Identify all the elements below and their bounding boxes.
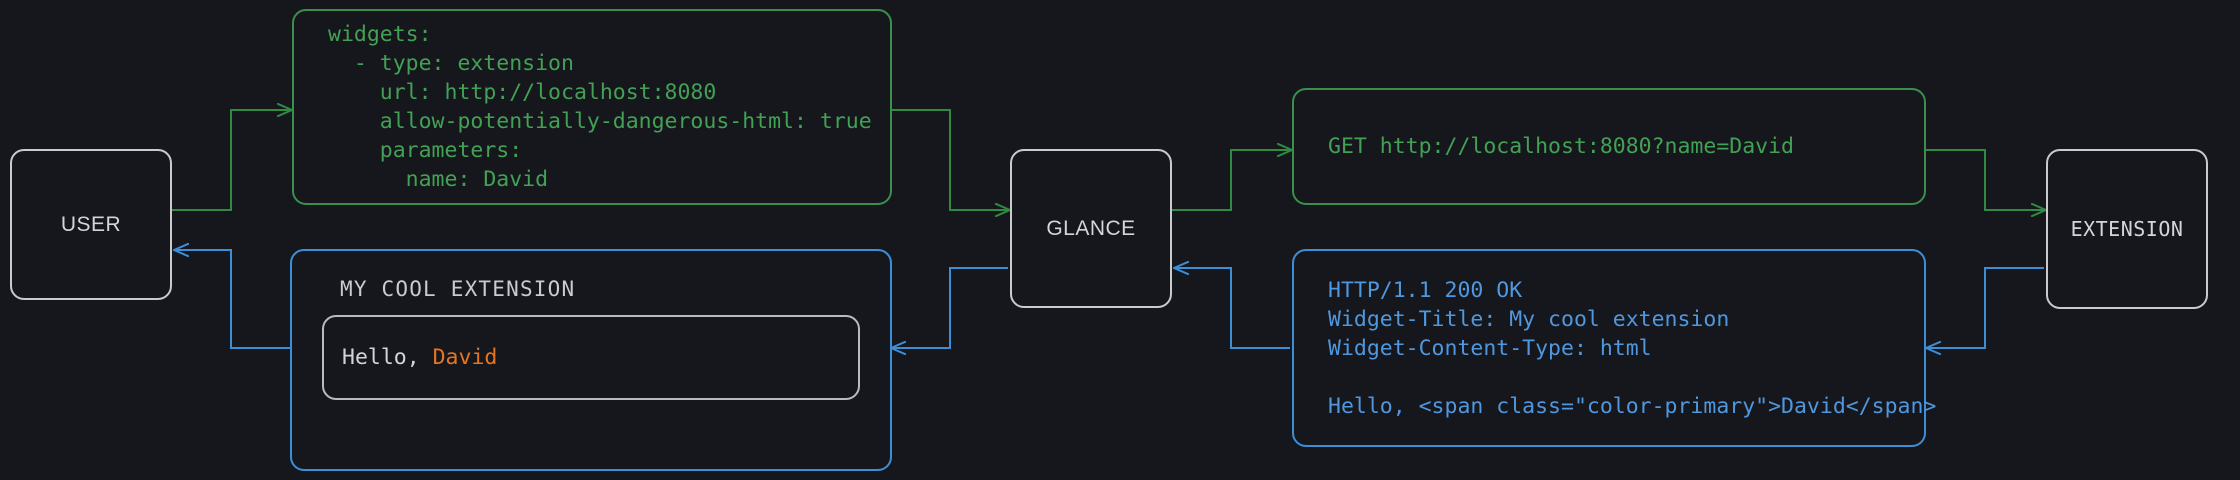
edge-request-to-extension (1926, 149, 2046, 210)
edge-glance-to-request (1172, 150, 1292, 211)
edge-extension-to-response (1926, 267, 2044, 348)
http-request-box[interactable]: GET http://localhost:8080?name=David (1292, 88, 1926, 205)
rendered-widget-title: MY COOL EXTENSION (340, 277, 576, 301)
edge-response-to-glance (1174, 268, 1290, 349)
edge-user-to-config (172, 110, 292, 211)
edge-widget-to-user (174, 250, 290, 349)
edge-config-to-glance (891, 109, 1010, 210)
node-user-label: USER (60, 212, 122, 236)
node-user[interactable]: USER (10, 149, 172, 300)
greeting-prefix: Hello, (342, 345, 433, 370)
greeting-name: David (432, 345, 498, 370)
rendered-widget-greeting: Hello, David (342, 345, 497, 370)
node-glance-label: GLANCE (1046, 216, 1136, 240)
rendered-widget-content-panel: Hello, David (322, 315, 860, 400)
node-extension[interactable]: EXTENSION (2046, 149, 2208, 309)
http-response-box[interactable]: HTTP/1.1 200 OK Widget-Title: My cool ex… (1292, 249, 1936, 447)
rendered-widget-box[interactable]: MY COOL EXTENSION Hello, David (290, 249, 892, 471)
config-yaml-text: widgets: - type: extension url: http://l… (328, 22, 872, 192)
http-request-text: GET http://localhost:8080?name=David (1328, 134, 1794, 159)
node-extension-label: EXTENSION (2070, 217, 2184, 241)
http-response-text: HTTP/1.1 200 OK Widget-Title: My cool ex… (1328, 277, 1937, 419)
node-glance[interactable]: GLANCE (1010, 149, 1172, 308)
config-yaml-box[interactable]: widgets: - type: extension url: http://l… (292, 9, 892, 205)
edge-glance-to-widget (891, 267, 1008, 348)
